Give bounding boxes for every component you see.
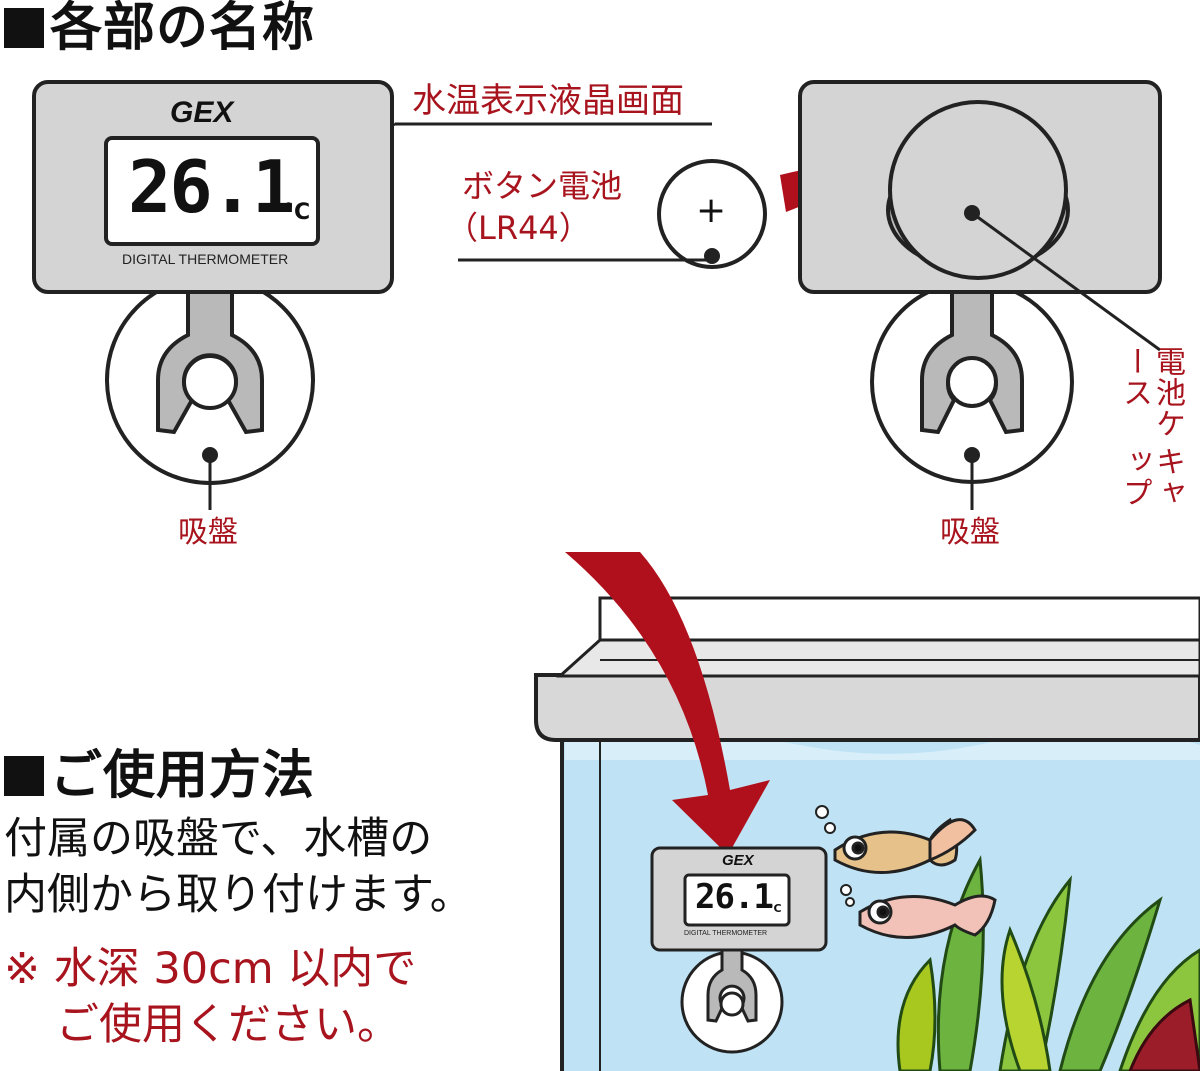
battery-cap-label-col1: 電池ケース <box>1117 346 1185 439</box>
lcd-unit-front: °C <box>283 200 311 225</box>
square-bullet-icon <box>4 756 44 796</box>
battery-label-line1: ボタン電池 <box>462 167 623 205</box>
battery-plus-icon: + <box>696 190 727 231</box>
display-label: 水温表示液晶画面 <box>412 81 684 121</box>
model-text-front: DIGITAL THERMOMETER <box>122 251 289 267</box>
depth-note-line-2: ご使用ください。 <box>56 1000 400 1050</box>
battery-cap <box>888 100 1068 280</box>
brand-logo-front: GEX <box>170 96 234 129</box>
model-text-aquarium: DIGITAL THERMOMETER <box>684 930 768 937</box>
battery-label-line2: （LR44） <box>446 209 591 247</box>
battery-cap-label-col2: キャップ <box>1117 446 1185 508</box>
fish-2 <box>858 894 997 939</box>
lcd-value-front: 26.1 <box>128 145 295 229</box>
usage-heading: ご使用方法 <box>4 750 315 802</box>
square-bullet-icon <box>4 8 44 48</box>
fish-1 <box>833 817 977 874</box>
battery-cap-label: 電池ケース キャップ <box>1117 346 1185 526</box>
aquarium-illustration <box>534 552 1200 1071</box>
lcd-value-aquarium: 26.1 <box>695 877 774 917</box>
depth-note-line-1: ※ 水深 30cm 以内で <box>4 944 417 994</box>
aquarium-rim <box>534 673 1200 742</box>
aquarium-thermometer <box>650 846 828 1054</box>
cap-leader-line <box>971 211 1161 352</box>
lcd-screen-front <box>104 136 320 246</box>
instruction-line-2: 内側から取り付けます。 <box>4 870 473 920</box>
lcd-unit-aquarium: °C <box>768 902 782 915</box>
suction-cup-right-label: 吸盤 <box>940 515 1000 550</box>
suction-cup-left-label: 吸盤 <box>178 515 238 550</box>
back-thermometer <box>798 80 1162 510</box>
brand-logo-aquarium: GEX <box>722 852 754 869</box>
instruction-line-1: 付属の吸盤で、水槽の <box>4 814 433 864</box>
suction-hole-left <box>182 354 238 410</box>
front-thermometer <box>32 80 394 510</box>
parts-heading: 各部の名称 <box>4 2 315 54</box>
button-battery <box>657 159 767 269</box>
attach-arrow-icon <box>565 552 770 855</box>
